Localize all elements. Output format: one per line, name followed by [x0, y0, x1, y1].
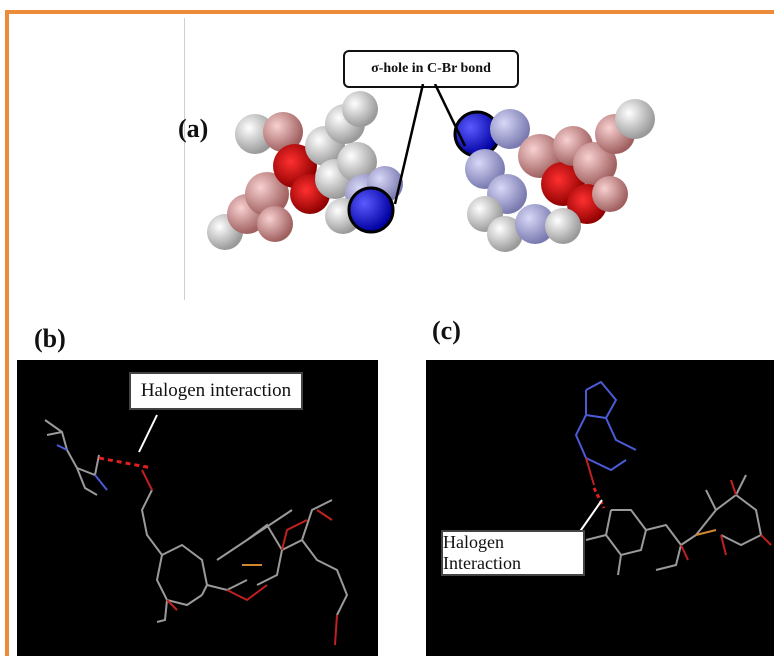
right-molecule	[453, 99, 655, 252]
molecule-surface-a	[207, 84, 655, 252]
sigma-hole-callout: σ-hole in C-Br bond	[343, 50, 519, 88]
molecule-stick-c	[573, 380, 772, 576]
halogen-interaction-label-c: Halogen Interaction	[441, 530, 585, 576]
halogen-interaction-label-b: Halogen interaction	[129, 372, 303, 410]
left-molecule	[207, 91, 403, 250]
panel-c-label: (c)	[432, 316, 461, 345]
divider-line	[184, 18, 185, 300]
molecule-stick-b	[44, 414, 349, 646]
frame-border-top	[5, 10, 774, 14]
frame-border-left	[5, 10, 9, 656]
panel-a-label: (a)	[178, 114, 209, 143]
panel-b-label: (b)	[34, 324, 66, 353]
